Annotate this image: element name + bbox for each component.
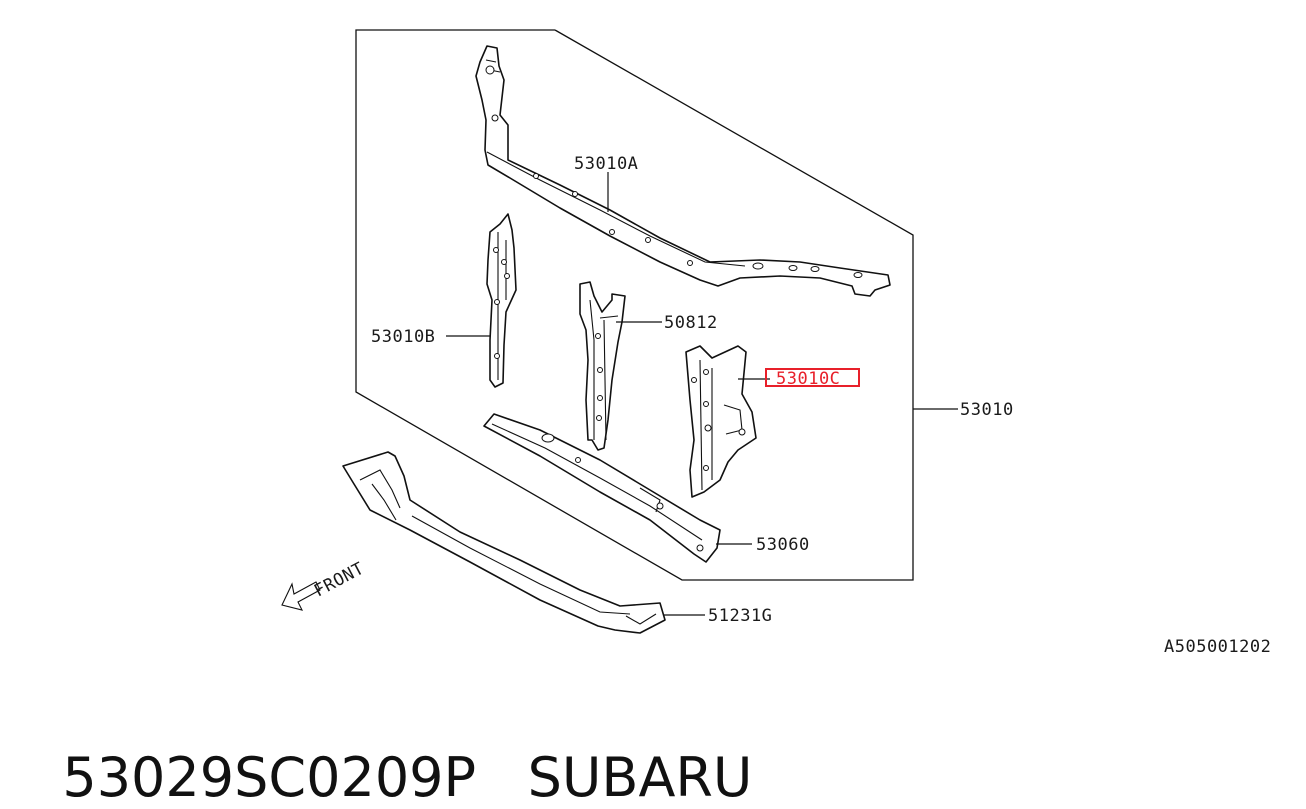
label-53010C[interactable]: 53010C [776, 369, 840, 389]
parts-diagram: FRONT 53010A 53010B 50812 53010C 53010 5… [281, 29, 1271, 657]
brand-name: SUBARU [527, 746, 753, 809]
front-arrow: FRONT [281, 559, 368, 611]
part-53060[interactable] [483, 413, 721, 563]
part-50812[interactable] [579, 281, 626, 451]
part-number: 53029SC0209P [62, 746, 477, 809]
label-53010A[interactable]: 53010A [574, 154, 638, 174]
label-50812[interactable]: 50812 [664, 313, 718, 333]
part-53010C[interactable] [685, 345, 757, 498]
part-53010B[interactable] [486, 213, 517, 388]
front-label: FRONT [311, 559, 368, 602]
label-53010B[interactable]: 53010B [371, 327, 435, 347]
label-51231G[interactable]: 51231G [708, 606, 772, 626]
assembly-frame [355, 29, 914, 581]
highlight-box-53010C [765, 368, 860, 387]
part-53010A[interactable] [475, 45, 891, 297]
part-caption: 53029SC0209P SUBARU [28, 683, 752, 809]
label-53010[interactable]: 53010 [960, 400, 1014, 420]
caption-gap [476, 746, 528, 809]
part-51231G[interactable] [342, 451, 666, 634]
label-53060[interactable]: 53060 [756, 535, 810, 555]
diagram-reference-code: A505001202 [1164, 637, 1271, 657]
